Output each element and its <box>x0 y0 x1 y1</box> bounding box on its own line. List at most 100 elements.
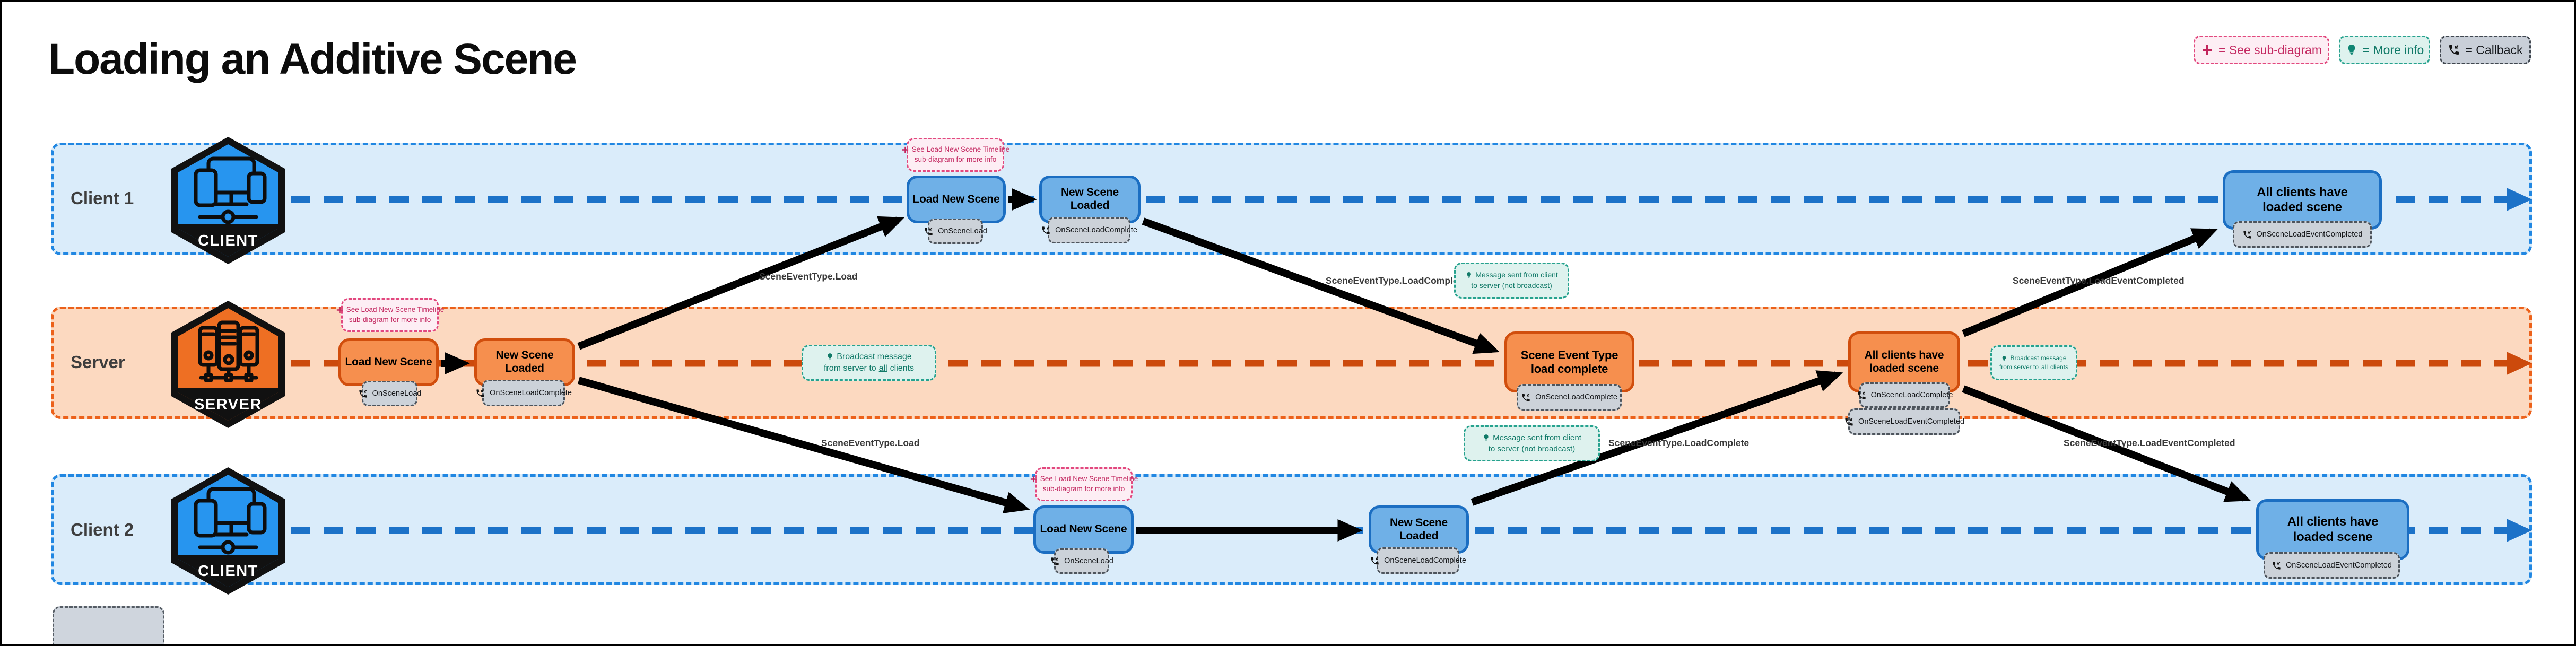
callback-badge-client1-onsceneloadcomplete: OnSceneLoadComplete <box>1042 217 1137 243</box>
callback-label: OnSceneLoadEventCompleted <box>2256 230 2363 239</box>
node-title: New Scene Loaded <box>1060 186 1119 212</box>
note-text: See Load New Scene Timeline <box>911 145 1010 154</box>
edge-label-load-client2: SceneEventType.Load <box>821 438 920 448</box>
callback-badge-client2-onsceneloadcomplete: OnSceneLoadComplete <box>1371 547 1466 574</box>
node-title: Load New Scene <box>912 193 1000 205</box>
edge-label-loadcomplete-client1: SceneEventType.LoadComplete <box>1326 275 1467 286</box>
cropped-callback-box <box>53 606 164 644</box>
hexagon-server-label: SERVER <box>194 396 262 413</box>
callback-badge-server-all-onsceneloadcomplete: OnSceneLoadComplete <box>1857 382 1953 408</box>
edge-label-loadeventcompleted-client2: SceneEventType.LoadEventCompleted <box>2064 438 2235 448</box>
callback-badge-client2-onsceneload: OnSceneLoad <box>1051 548 1113 574</box>
callback-label: OnSceneLoadEventCompleted <box>1858 417 1964 426</box>
callback-phone-icon <box>1845 417 1853 426</box>
arrow-server-to-client2-completed <box>1962 385 2251 502</box>
callback-badge-server-loadcomplete-onsceneloadcomplete: OnSceneLoadComplete <box>1517 384 1622 411</box>
callback-phone-icon <box>359 389 367 398</box>
node-client2-load-new-scene: Load New Scene <box>1033 505 1134 554</box>
callback-badge-server-onsceneload: OnSceneLoad <box>359 381 421 406</box>
callback-label: OnSceneLoadComplete <box>1055 226 1137 234</box>
node-title: All clients have loaded scene <box>2257 185 2348 214</box>
callback-phone-icon <box>2273 561 2281 570</box>
callback-phone-icon <box>2243 230 2251 239</box>
callback-label: OnSceneLoad <box>372 389 422 398</box>
node-client2-new-scene-loaded: New Scene Loaded <box>1369 505 1469 554</box>
callback-label: OnSceneLoadComplete <box>1870 391 1953 399</box>
callback-badge-server-all-onsceneloadeventcompleted: OnSceneLoadEventCompleted <box>1845 408 1964 435</box>
callback-badge-server-onsceneloadcomplete: OnSceneLoadComplete <box>476 380 572 406</box>
plus-icon <box>902 146 908 153</box>
note-text: Message sent from client <box>1475 270 1558 280</box>
legend-more-info: = More info <box>2339 36 2430 64</box>
arrow-server-to-client2-load <box>578 377 1030 513</box>
callback-phone-icon <box>1042 226 1050 234</box>
page-title: Loading an Additive Scene <box>48 35 577 83</box>
legend-see-sub-diagram-label: = See sub-diagram <box>2218 42 2322 57</box>
callback-phone-icon <box>925 227 933 235</box>
plus-icon <box>2203 45 2212 55</box>
timeline-client2-arrowhead <box>2507 519 2532 542</box>
note-text: clients <box>890 364 915 373</box>
edge-label-load-client1: SceneEventType.Load <box>759 271 858 282</box>
legend-see-sub-diagram: = See sub-diagram <box>2194 36 2329 64</box>
arrow-server-to-client1-load <box>577 216 905 350</box>
note-client2-sub-diagram: See Load New Scene Timeline sub-diagram … <box>1030 467 1138 501</box>
note-text: Broadcast message <box>2010 354 2067 362</box>
node-server-new-scene-loaded: New Scene Loaded <box>474 338 575 386</box>
node-server-scene-event-type-load-complete: Scene Event Type load complete <box>1504 331 1634 392</box>
client1-hexagon-badge: CLIENT <box>171 137 285 264</box>
node-client2-all-clients-loaded: All clients have loaded scene <box>2256 499 2409 560</box>
callback-phone-icon <box>1371 556 1379 565</box>
note-server-broadcast-right: Broadcast message from server to all cli… <box>1990 345 2077 380</box>
note-text: Broadcast message <box>837 352 912 361</box>
note-text: See Load New Scene Timeline <box>346 305 445 314</box>
hexagon-client2-label: CLIENT <box>198 563 258 580</box>
note-server-sub-diagram: See Load New Scene Timeline sub-diagram … <box>336 298 444 332</box>
arrow-server-to-client1-completed <box>1962 228 2218 337</box>
node-title: All clients have loaded scene <box>2287 514 2379 544</box>
plus-icon <box>1030 476 1037 483</box>
note-text: clients <box>2050 363 2069 371</box>
node-title: Load New Scene <box>1040 523 1127 536</box>
client-devices-icon <box>194 487 267 555</box>
note-text: sub-diagram for more info <box>1042 485 1125 493</box>
note-text: to server (not broadcast) <box>1488 444 1576 453</box>
node-title: All clients have loaded scene <box>1864 348 1944 374</box>
node-client1-load-new-scene: Load New Scene <box>907 176 1006 223</box>
callback-label: OnSceneLoad <box>938 227 987 235</box>
note-text: Message sent from client <box>1493 433 1581 442</box>
lightbulb-icon <box>2003 355 2006 361</box>
callback-badge-client2-onsceneloadeventcompleted: OnSceneLoadEventCompleted <box>2264 552 2400 579</box>
callback-phone-icon <box>2449 45 2459 55</box>
callback-label: OnSceneLoadComplete <box>490 389 572 397</box>
callback-phone-icon <box>1857 391 1866 399</box>
callback-label: OnSceneLoad <box>1064 557 1113 565</box>
lightbulb-icon <box>1484 434 1489 441</box>
timeline-client1-arrowhead <box>2507 188 2532 211</box>
lane-label-server: Server <box>71 352 125 372</box>
timeline-server-arrowhead <box>2507 352 2532 375</box>
hexagon-client1-label: CLIENT <box>198 232 258 249</box>
note-text-underlined: all <box>2041 363 2048 371</box>
node-title: New Scene Loaded <box>495 349 554 374</box>
legend-callback: = Callback <box>2440 36 2531 64</box>
lane-label-client1: Client 1 <box>71 188 134 208</box>
arrow-client2-to-server-loadcomplete <box>1470 370 1843 506</box>
note-client2-message-to-server: Message sent from client to server (not … <box>1464 425 1600 461</box>
node-server-load-new-scene: Load New Scene <box>338 338 439 386</box>
lane-label-client2: Client 2 <box>71 520 134 539</box>
note-text: sub-diagram for more info <box>914 155 997 163</box>
lightbulb-icon <box>2348 44 2355 55</box>
edge-label-loadeventcompleted-client1: SceneEventType.LoadEventCompleted <box>2013 275 2185 286</box>
callback-label: OnSceneLoadEventCompleted <box>2286 561 2392 570</box>
lightbulb-icon <box>828 353 832 360</box>
lightbulb-icon <box>1467 272 1472 278</box>
callback-badge-client1-onsceneload: OnSceneLoad <box>925 219 987 244</box>
note-client1-sub-diagram: See Load New Scene Timeline sub-diagram … <box>902 138 1009 172</box>
client-devices-icon <box>194 156 267 224</box>
note-text: from server to <box>1999 363 2039 371</box>
node-client1-new-scene-loaded: New Scene Loaded <box>1039 176 1141 223</box>
callback-badge-client1-onsceneloadeventcompleted: OnSceneLoadEventCompleted <box>2233 221 2372 248</box>
